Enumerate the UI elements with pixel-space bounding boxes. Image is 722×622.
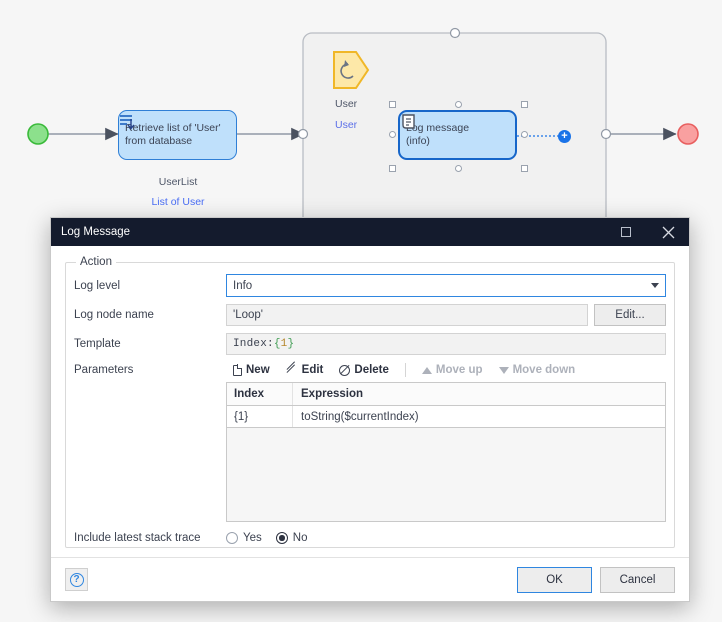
table-row[interactable]: {1} toString($currentIndex) [227,406,665,428]
cell-expression: toString($currentIndex) [301,410,419,423]
node-log-message[interactable]: Log message (info) [398,110,517,160]
edit-parameter-button[interactable]: Edit [279,362,331,378]
row-parameters: Parameters New Edit Delete [74,362,666,378]
radio-no-indicator [275,532,288,544]
move-up-button: Move up [415,362,490,378]
log-level-select[interactable]: Info [226,274,666,297]
maximize-icon[interactable] [605,218,647,246]
template-brace-close: } [287,338,295,350]
radio-yes-indicator [226,532,238,544]
start-node [27,123,49,145]
parameters-grid[interactable]: Index Expression {1} toString($currentIn… [226,382,666,522]
selection-handle-b[interactable] [455,165,462,172]
dialog-title: Log Message [61,226,131,238]
column-header-index[interactable]: Index [227,383,293,405]
log-node-name-input[interactable]: 'Loop' [226,304,588,326]
edit-node-name-button[interactable]: Edit... [594,304,666,326]
label-template: Template [74,338,121,350]
parameters-toolbar: New Edit Delete Move u [226,362,582,378]
question-mark-icon: ? [69,572,84,587]
add-node-button[interactable]: + [558,130,571,143]
label-log-level: Log level [74,279,121,292]
loop-icon [333,51,370,89]
end-node [677,123,699,145]
loop-iterator-label: User [335,98,358,110]
no-entry-icon [339,364,351,376]
move-down-label: Move down [512,364,576,376]
selection-handle-t[interactable] [455,101,462,108]
log-line1: Log message [406,122,470,135]
cell-index: {1} [227,406,293,427]
label-stack-trace: Include latest stack trace [74,532,201,544]
log-document-icon [402,114,415,129]
pencil-icon [286,364,298,376]
row-template: Template Index: {1} [74,333,666,355]
node-retrieve-label: Retrieve list of 'User' from database [125,122,221,147]
label-log-node-name: Log node name [74,309,154,321]
template-brace-open: { [273,338,281,350]
grid-empty-area[interactable] [227,428,665,521]
action-legend: Action [80,256,112,268]
label-parameters: Parameters [74,364,134,376]
help-button[interactable]: ? [65,568,88,591]
template-token: 1 [280,338,288,350]
loop-iterator-type: User [335,119,358,131]
row-log-level: Log level Info [74,274,666,297]
move-up-label: Move up [435,364,483,376]
log-line2: (info) [406,135,430,147]
new-parameter-label: New [246,364,270,376]
dialog-titlebar[interactable]: Log Message [51,218,689,246]
grid-header-row: Index Expression [227,383,665,406]
radio-stack-trace-yes[interactable]: Yes [226,532,262,544]
dialog-body: Action Log level Info Log node name 'Loo… [51,246,689,557]
template-prefix: Index: [233,338,274,350]
selection-handle-tl[interactable] [389,101,396,108]
selection-handle-tr[interactable] [521,101,528,108]
selection-handle-r[interactable] [521,131,528,138]
column-header-expression[interactable]: Expression [301,388,363,400]
radio-no-label: No [292,532,308,544]
radio-stack-trace-no[interactable]: No [275,532,308,544]
triangle-up-icon [421,366,432,374]
node-log-message-label: Log message (info) [406,122,509,148]
new-parameter-button[interactable]: New [226,362,277,378]
close-icon[interactable] [647,218,689,246]
triangle-down-icon [498,366,509,374]
edit-parameter-label: Edit [301,364,324,376]
cancel-button[interactable]: Cancel [600,566,675,593]
template-input[interactable]: Index: {1} [226,333,666,355]
delete-parameter-label: Delete [354,364,389,376]
row-stack-trace: Include latest stack trace Yes No [74,532,666,544]
log-node-name-value: 'Loop' [233,309,263,321]
chevron-down-icon [651,283,659,288]
node-retrieve-type: List of User [151,196,205,208]
ok-button[interactable]: OK [517,566,592,593]
database-list-icon [120,115,135,130]
delete-parameter-button[interactable]: Delete [332,362,396,378]
toolbar-separator [404,363,406,377]
selection-handle-br[interactable] [521,165,528,172]
selection-handle-l[interactable] [389,131,396,138]
new-document-icon [233,364,243,376]
action-fieldset: Action Log level Info Log node name 'Loo… [65,256,675,548]
node-retrieve-user-list[interactable]: Retrieve list of 'User' from database [118,110,237,160]
dialog-footer: ? OK Cancel [51,557,689,601]
selection-handle-bl[interactable] [389,165,396,172]
radio-yes-label: Yes [243,532,262,544]
node-retrieve-caption: UserList [158,176,198,188]
move-down-button: Move down [492,362,583,378]
row-log-node-name: Log node name 'Loop' Edit... [74,304,666,326]
log-level-value: Info [233,279,253,292]
log-message-dialog: Log Message Action Log level Info Log no… [50,217,690,602]
